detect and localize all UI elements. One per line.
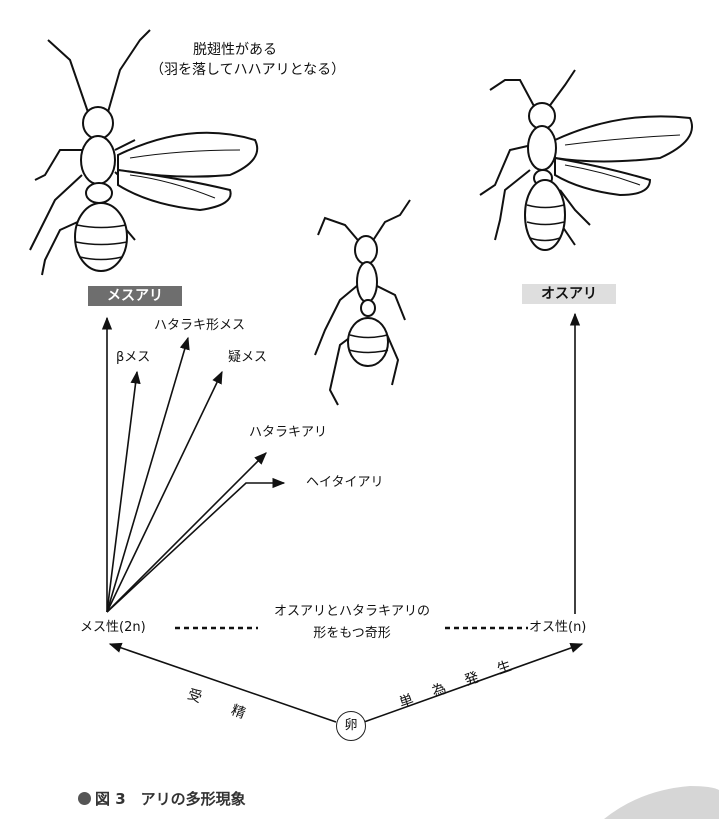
label-soldier: ヘイタイアリ (306, 475, 384, 490)
female-ant-box: メスアリ (88, 286, 182, 306)
female-arrows (101, 316, 286, 613)
label-beta-female: βメス (116, 350, 151, 365)
male-ant-illustration (479, 69, 693, 251)
label-worker: ハタラキアリ (249, 425, 328, 440)
arrow-to-worker-type-female (106, 336, 190, 613)
male-ant-box: オスアリ (522, 284, 616, 304)
worker-ant-illustration (314, 199, 411, 406)
intermorph-line2: 形をもつ奇形 (313, 626, 391, 641)
corner-decoration (604, 786, 719, 819)
dealation-note-line1: 脱翅性がある (193, 42, 277, 58)
arrow-egg-to-female (108, 642, 337, 723)
arrow-to-worker (106, 452, 267, 613)
label-female-sex: メス性(2n) (80, 620, 146, 635)
arrow-to-soldier (106, 477, 286, 613)
caption-bullet-icon (78, 792, 91, 805)
label-worker-type-female: ハタラキ形メス (154, 318, 246, 333)
figure-caption: 図 3 アリの多形現象 (78, 788, 246, 809)
caption-text: 図 3 アリの多形現象 (95, 790, 246, 808)
dealation-note-line2: （羽を落してハハアリとなる） (150, 62, 346, 78)
arrow-egg-to-male (363, 643, 584, 723)
arrow-to-beta-female (106, 370, 141, 613)
label-pseudo-female: 疑メス (228, 350, 268, 365)
egg-circle: 卵 (336, 711, 366, 741)
label-male-sex: オス性(n) (529, 620, 587, 635)
intermorph-line1: オスアリとハタラキアリの (273, 604, 430, 619)
queen-ant-illustration (29, 29, 259, 276)
arrow-to-pseudo-female (106, 370, 223, 613)
